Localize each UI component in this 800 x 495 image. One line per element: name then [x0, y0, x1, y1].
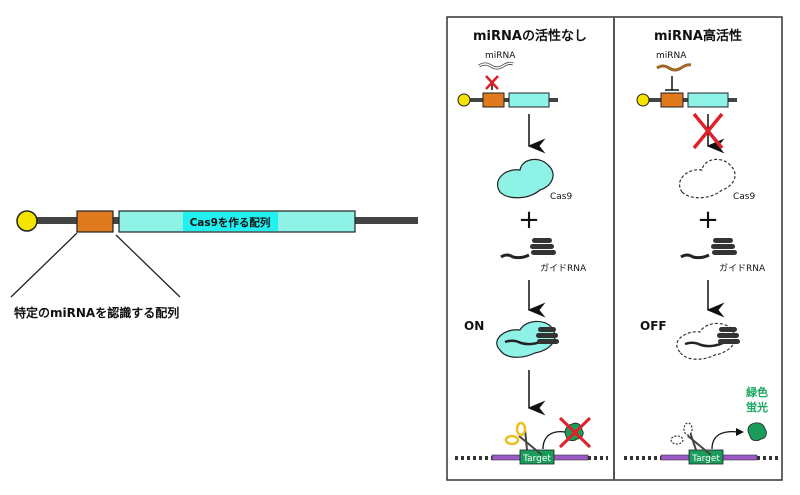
- mirna-strand-active: [656, 63, 692, 72]
- panel-mirna-active: miRNA高活性 miRNA Cas9 + ガイドRNA OFF: [624, 28, 778, 465]
- guide-rna-icon: [680, 238, 737, 260]
- mirna-label: miRNA: [485, 51, 516, 61]
- curved-arrow: [711, 430, 739, 450]
- state-label-on: ON: [464, 319, 484, 333]
- cas9-protein: [497, 158, 554, 199]
- cas9-gene: [687, 92, 729, 108]
- curved-arrow: [542, 430, 566, 450]
- promoter-icon: [457, 93, 471, 107]
- promoter-icon: [16, 210, 38, 232]
- callout-line-right: [115, 234, 181, 298]
- promoter-icon: [636, 93, 650, 107]
- panel-title: miRNAの活性なし: [473, 28, 587, 44]
- cas9-label: Cas9: [733, 192, 755, 202]
- cas9-gene: [508, 92, 550, 108]
- scissors-icon-inactive: [670, 422, 712, 456]
- cas9-label-bg: [183, 212, 278, 231]
- plus-sign: +: [518, 205, 540, 235]
- cas9-protein-absent: [679, 158, 736, 199]
- target-label: Target: [522, 454, 551, 464]
- panel-mirna-inactive: miRNAの活性なし miRNA Cas9 + ガイドRNA ON: [455, 28, 608, 465]
- mirna-label: miRNA: [656, 51, 687, 61]
- callout-line-left: [10, 232, 78, 298]
- scissors-icon: [504, 421, 543, 456]
- state-label-off: OFF: [640, 319, 667, 333]
- guide-rna-label: ガイドRNA: [719, 263, 766, 274]
- mirna-target-site: [482, 92, 505, 108]
- cas9-label: Cas9: [550, 192, 572, 202]
- mirna-target-site: [76, 210, 114, 233]
- guide-rna-icon: [500, 238, 556, 260]
- guide-rna-label: ガイドRNA: [540, 263, 587, 274]
- panel-title: miRNA高活性: [654, 28, 742, 44]
- cas9-complex-active: [496, 320, 559, 358]
- green-fluorescence-label-2: 蛍光: [746, 400, 768, 414]
- mirna-target-site: [660, 92, 684, 108]
- plus-sign: +: [697, 205, 719, 235]
- gfp-protein: [747, 422, 767, 442]
- arrow-head-icon: [736, 428, 744, 436]
- target-label: Target: [691, 454, 720, 464]
- cas9-gene-label: Cas9を作る配列: [190, 216, 271, 229]
- gene-construct: Cas9を作る配列 特定のmiRNAを認識する配列: [10, 210, 418, 320]
- mirna-site-label: 特定のmiRNAを認識する配列: [14, 305, 179, 320]
- green-fluorescence-label-1: 緑色: [746, 385, 768, 399]
- cas9-complex-inactive: [676, 322, 740, 360]
